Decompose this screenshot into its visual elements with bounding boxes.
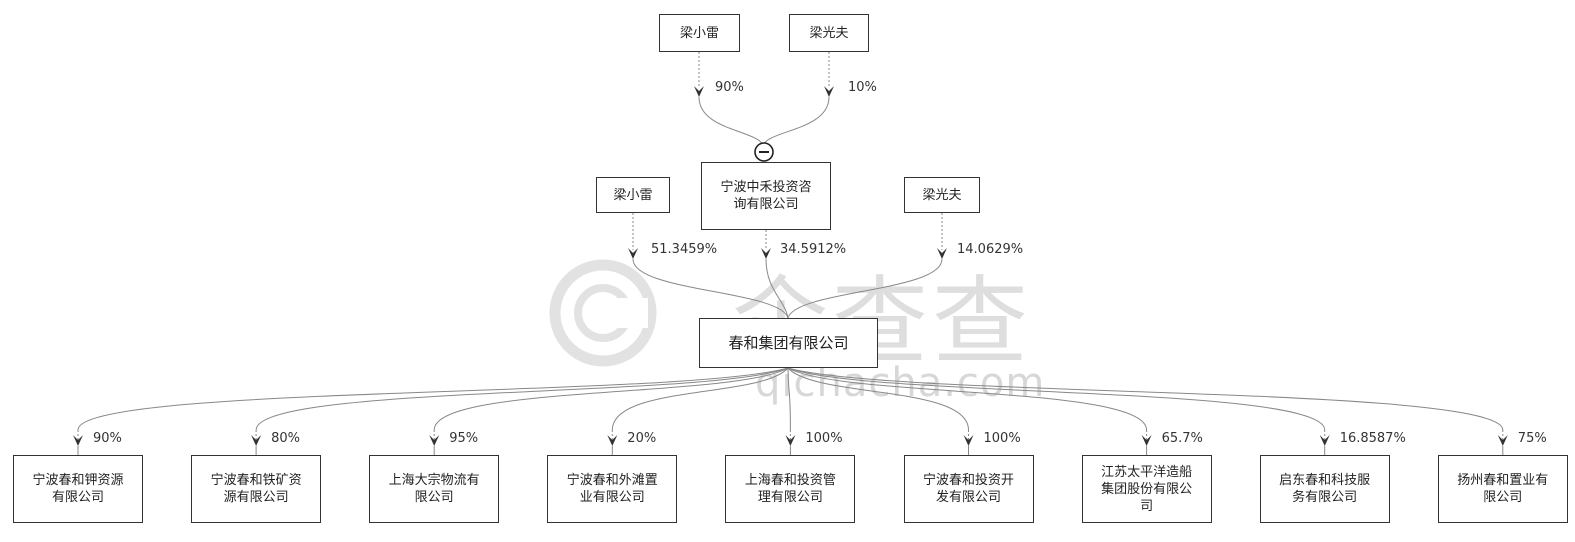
edge-percent: 20% xyxy=(627,431,657,446)
node-label-line: 有限公司 xyxy=(51,490,104,505)
arrowhead-icon xyxy=(937,248,947,259)
node-label-line: 上海春和投资管 xyxy=(744,473,836,488)
collapse-toggle-icon[interactable] xyxy=(753,141,775,163)
edge-line xyxy=(787,367,1148,431)
node-label-line: 理有限公司 xyxy=(757,490,823,505)
edge-line xyxy=(762,96,830,146)
arrowhead-icon xyxy=(1319,435,1330,446)
node-label: 春和集团有限公司 xyxy=(728,333,849,352)
node-label-line: 发有限公司 xyxy=(935,490,1001,505)
subsidiary-box[interactable]: 上海大宗物流有限公司 xyxy=(369,455,500,523)
node-label-line: 务有限公司 xyxy=(1292,490,1358,505)
arrowhead-icon xyxy=(251,435,262,446)
node-label-line: 扬州春和置业有 xyxy=(1457,473,1549,488)
subsidiary-box[interactable]: 江苏太平洋造船集团股份有限公司 xyxy=(1081,455,1212,523)
edge-percent: 14.0629% xyxy=(957,242,1024,257)
arrowhead-icon xyxy=(785,435,796,446)
arrowhead-icon xyxy=(73,435,83,446)
subsidiary-box[interactable]: 上海春和投资管理有限公司 xyxy=(725,455,856,523)
node-label: 梁小雷 xyxy=(679,25,719,41)
edge-percent: 65.7% xyxy=(1161,431,1203,446)
node-label-line: 源有限公司 xyxy=(223,490,289,505)
subsidiary-box[interactable]: 启东春和科技服务有限公司 xyxy=(1259,455,1390,523)
node-label: 梁小雷 xyxy=(613,187,653,203)
watermark-logo-icon xyxy=(549,259,657,367)
edge-percent: 16.8587% xyxy=(1339,431,1406,446)
top-person-box[interactable]: 梁小雷 xyxy=(659,14,740,52)
edge-line xyxy=(611,367,789,431)
subsidiary-box[interactable]: 宁波春和外滩置业有限公司 xyxy=(547,455,678,523)
node-label-line: 宁波春和外滩置 xyxy=(566,473,658,488)
edge-percent: 80% xyxy=(271,431,300,446)
edge-percent: 100% xyxy=(805,431,843,446)
arrowhead-icon xyxy=(963,435,974,446)
subsidiary-box[interactable]: 扬州春和置业有限公司 xyxy=(1437,455,1568,523)
edge-line xyxy=(787,367,1326,431)
edge-percent: 34.5912% xyxy=(780,242,847,257)
main-company-box[interactable]: 春和集团有限公司 xyxy=(699,318,878,368)
node-label-line: 限公司 xyxy=(1483,490,1523,505)
subsidiary-box[interactable]: 宁波春和铁矿资源有限公司 xyxy=(191,455,322,523)
node-label-line: 询有限公司 xyxy=(733,197,799,212)
arrowhead-icon xyxy=(628,248,638,259)
node-label: 梁光夫 xyxy=(922,187,962,203)
edge-percent: 95% xyxy=(449,431,479,446)
arrowhead-icon xyxy=(1497,435,1508,446)
edge-percent: 100% xyxy=(983,431,1021,446)
top-person-box[interactable]: 梁光夫 xyxy=(789,14,869,52)
edge-line xyxy=(255,367,789,431)
edge-line xyxy=(77,367,789,431)
arrowhead-icon xyxy=(1141,435,1152,446)
holding-company-box[interactable]: 宁波中禾投资咨 询有限公司 xyxy=(701,162,831,230)
node-label-line: 限公司 xyxy=(414,490,454,505)
edge-line xyxy=(433,367,789,431)
node-label-line: 司 xyxy=(1140,498,1154,514)
edge-line xyxy=(787,367,969,431)
node-label-line: 上海大宗物流有 xyxy=(388,473,480,488)
edge-line xyxy=(698,96,764,146)
edge-line xyxy=(765,258,789,319)
shareholder-person-box[interactable]: 梁光夫 xyxy=(904,177,980,213)
subsidiary-box[interactable]: 宁波春和钾资源有限公司 xyxy=(13,455,143,523)
arrowhead-icon xyxy=(694,86,704,97)
node-label: 梁光夫 xyxy=(809,25,849,41)
arrowhead-icon xyxy=(607,435,618,446)
node-label-line: 宁波春和铁矿资 xyxy=(210,473,302,488)
node-label-line: 启东春和科技服 xyxy=(1279,473,1371,488)
arrowhead-icon xyxy=(761,248,771,259)
edge-line xyxy=(787,367,791,431)
edge-line xyxy=(632,258,789,319)
edge-percent: 90% xyxy=(715,80,744,95)
edge-percent: 75% xyxy=(1517,431,1547,446)
node-label-line: 宁波春和投资开 xyxy=(922,473,1014,488)
node-label-line: 宁波春和钾资源 xyxy=(32,473,124,488)
node-label-line: 宁波中禾投资咨 xyxy=(720,180,812,195)
arrowhead-icon xyxy=(429,435,440,446)
edge-percent: 10% xyxy=(848,80,877,95)
shareholder-person-box[interactable]: 梁小雷 xyxy=(596,177,670,213)
edge-line xyxy=(787,258,943,319)
arrowhead-icon xyxy=(824,86,834,97)
edge-percent: 90% xyxy=(93,431,122,446)
edge-line xyxy=(787,367,1504,431)
node-label-line: 江苏太平洋造船 xyxy=(1101,464,1193,480)
subsidiary-box[interactable]: 宁波春和投资开发有限公司 xyxy=(903,455,1034,523)
edge-percent: 51.3459% xyxy=(651,242,718,257)
node-label-line: 集团股份有限公 xyxy=(1101,481,1193,497)
node-label-line: 业有限公司 xyxy=(579,490,645,505)
